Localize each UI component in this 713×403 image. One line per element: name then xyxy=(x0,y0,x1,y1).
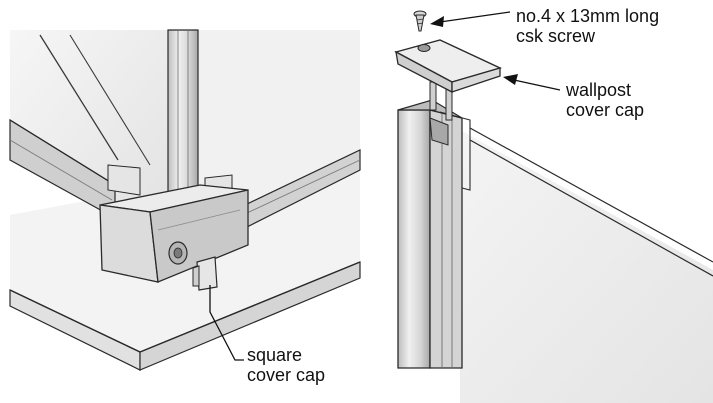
wallpost-front xyxy=(397,109,431,369)
left-detail-view xyxy=(9,29,361,371)
square-cap-label-line2: cover cap xyxy=(247,365,326,385)
screw-leader-arrow xyxy=(430,11,511,27)
screw-head-icon xyxy=(168,241,188,265)
glass-panel-side xyxy=(195,30,360,232)
csk-screw-icon xyxy=(413,10,427,32)
square-cover-cap-clip xyxy=(196,256,218,291)
wallpost-cap-leader-arrow xyxy=(503,74,561,91)
glass-panel-right xyxy=(460,130,713,403)
right-detail-view xyxy=(394,10,713,403)
wallpost-cap-label-line1: wallpost xyxy=(566,80,632,100)
screw-label-line2: csk screw xyxy=(516,26,596,46)
square-cap-leader-line xyxy=(209,285,244,361)
screw-label: no.4 x 13mm long csk screw xyxy=(516,6,659,46)
wallpost-side xyxy=(429,109,463,369)
wallpost-cap-label: wallpost cover cap xyxy=(566,80,644,120)
screw-label-line1: no.4 x 13mm long xyxy=(516,6,660,26)
wallpost-cover-cap-side xyxy=(451,67,501,93)
square-cap-label-line1: square xyxy=(247,345,303,365)
square-cap-label: square cover cap xyxy=(247,345,325,385)
wallpost-cap-label-line2: cover cap xyxy=(566,100,645,120)
cap-screw-hole-icon xyxy=(417,44,431,52)
corner-block-front xyxy=(99,204,159,283)
